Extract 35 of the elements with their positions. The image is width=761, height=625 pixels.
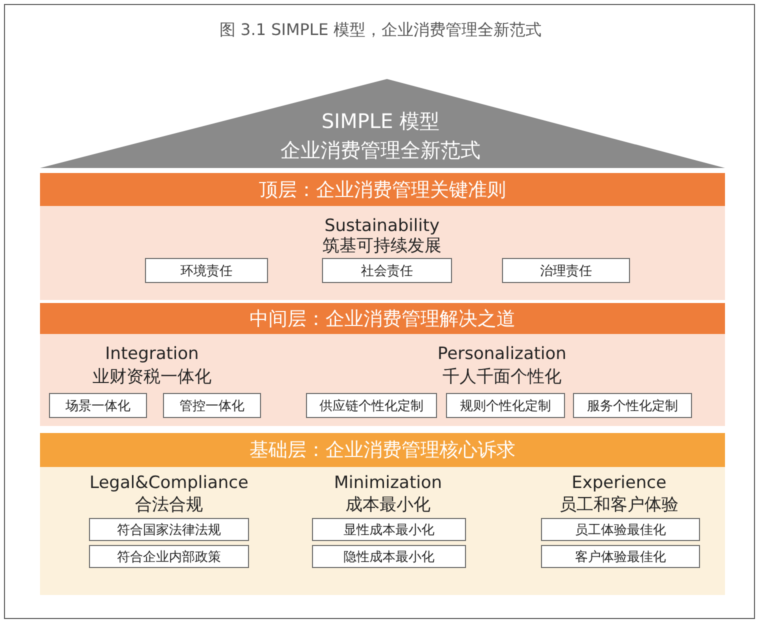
layer-subtitle: 千人千面个性化 xyxy=(442,366,562,388)
layer-subtitle: Sustainability xyxy=(324,216,440,236)
layer-subtitle: 员工和客户体验 xyxy=(560,494,678,516)
layer-subtitle: Personalization xyxy=(438,344,566,364)
figure-caption: 图 3.1 SIMPLE 模型，企业消费管理全新范式 xyxy=(218,20,543,41)
roof-title: SIMPLE 模型 xyxy=(321,109,440,133)
layer-subtitle: Minimization xyxy=(334,473,442,493)
item-box: 治理责任 xyxy=(502,258,630,283)
item-box: 环境责任 xyxy=(145,258,268,283)
layer-header: 顶层：企业消费管理关键准则 xyxy=(40,173,725,206)
layer-subtitle: Integration xyxy=(105,344,199,364)
layer-panel xyxy=(40,303,725,426)
item-box: 服务个性化定制 xyxy=(573,393,692,418)
layer-subtitle: Legal&Compliance xyxy=(90,473,248,493)
layer-subtitle: 成本最小化 xyxy=(346,494,430,516)
item-box: 符合国家法律法规 xyxy=(89,518,249,541)
item-box: 规则个性化定制 xyxy=(446,393,565,418)
item-box: 符合企业内部政策 xyxy=(89,545,249,568)
layer-header: 中间层：企业消费管理解决之道 xyxy=(40,303,725,334)
item-box: 客户体验最佳化 xyxy=(541,545,700,568)
item-box: 显性成本最小化 xyxy=(312,518,466,541)
layer-subtitle: 筑基可持续发展 xyxy=(322,235,442,257)
layer-panel xyxy=(40,433,725,595)
layer-header: 基础层：企业消费管理核心诉求 xyxy=(40,433,725,467)
layer-panel xyxy=(40,173,725,300)
item-box: 场景一体化 xyxy=(49,393,147,418)
layer-subtitle: 业财资税一体化 xyxy=(92,366,212,388)
item-box: 员工体验最佳化 xyxy=(541,518,700,541)
item-box: 社会责任 xyxy=(322,258,452,283)
roof-title: 企业消费管理全新范式 xyxy=(280,138,480,162)
layer-subtitle: 合法合规 xyxy=(135,494,203,516)
layer-subtitle: Experience xyxy=(572,473,666,493)
item-box: 管控一体化 xyxy=(163,393,261,418)
item-box: 隐性成本最小化 xyxy=(312,545,466,568)
item-box: 供应链个性化定制 xyxy=(306,393,437,418)
